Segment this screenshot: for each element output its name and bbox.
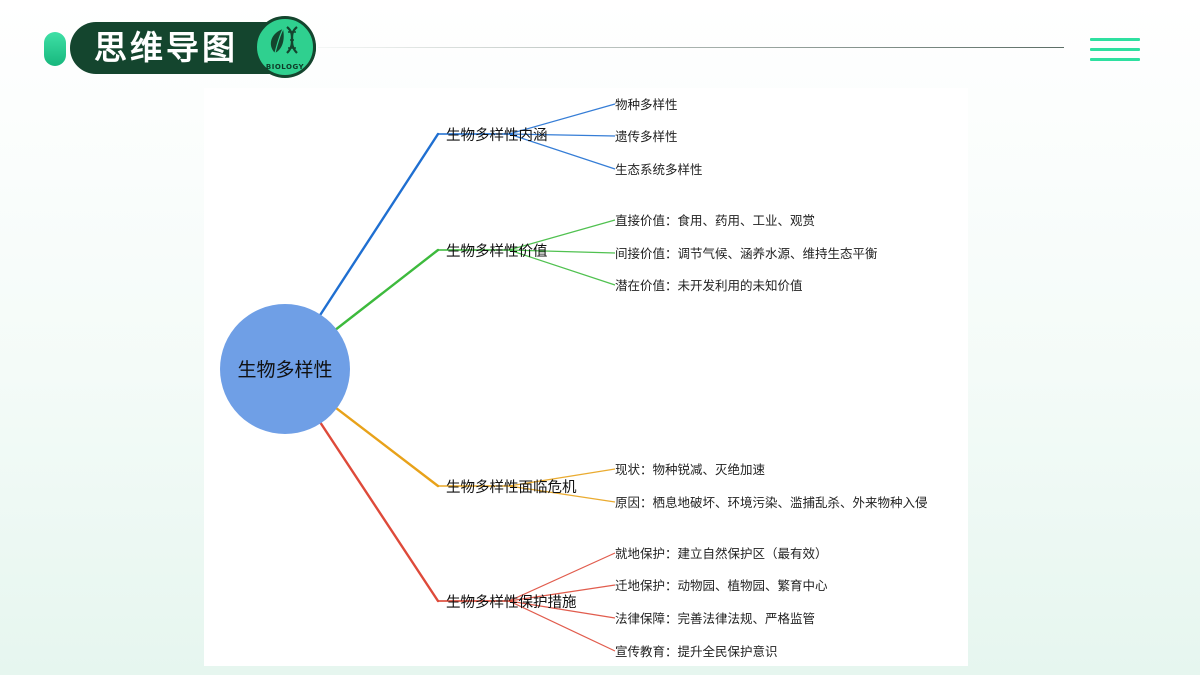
leaf-connector (438, 600, 616, 652)
leaf-label: 就地保护：建立自然保护区（最有效） (615, 546, 828, 561)
branch-label: 生物多样性保护措施 (446, 594, 577, 611)
mindmap-panel: 生物多样性 生物多样性内涵 物种多样性遗传多样性生态系统多样性生物多样性价值 直接价值… (204, 88, 968, 666)
leaf-label: 生态系统多样性 (615, 162, 703, 177)
leaf-label: 法律保障：完善法律法规、严格监管 (615, 611, 815, 626)
title-accent-pill (44, 32, 66, 66)
leaf-dna-icon (270, 26, 298, 54)
leaf-connector (438, 552, 616, 602)
leaf-label: 潜在价值：未开发利用的未知价值 (615, 278, 803, 293)
leaf-label: 迁地保护：动物园、植物园、繁育中心 (615, 578, 828, 593)
page-title: 思维导图 (94, 28, 238, 67)
leaf-label: 间接价值：调节气候、涵养水源、维持生态平衡 (615, 246, 878, 261)
leaf-connector (438, 249, 616, 286)
branch-label: 生物多样性价值 (446, 243, 548, 260)
leaf-connector (438, 133, 616, 170)
header-bar: 思维导图 BIOLOGY (0, 0, 1200, 90)
leaf-label: 原因：栖息地破坏、环境污染、滥捕乱杀、外来物种入侵 (615, 495, 928, 510)
badge-label: BIOLOGY (265, 63, 305, 71)
leaf-connector (438, 485, 616, 503)
leaf-label: 物种多样性 (615, 97, 678, 112)
hamburger-menu-icon[interactable] (1090, 38, 1140, 62)
root-node (220, 304, 350, 434)
leaf-label: 遗传多样性 (615, 129, 678, 144)
branch-label: 生物多样性内涵 (446, 127, 548, 144)
root-label: 生物多样性 (237, 359, 332, 381)
leaf-label: 宣传教育：提升全民保护意识 (615, 644, 778, 659)
header-divider (318, 47, 1064, 48)
branch-label: 生物多样性面临危机 (446, 479, 577, 496)
leaf-label: 直接价值：食用、药用、工业、观赏 (615, 213, 815, 228)
leaf-label: 现状：物种锐减、灭绝加速 (615, 462, 766, 477)
biology-badge: BIOLOGY (254, 16, 316, 78)
